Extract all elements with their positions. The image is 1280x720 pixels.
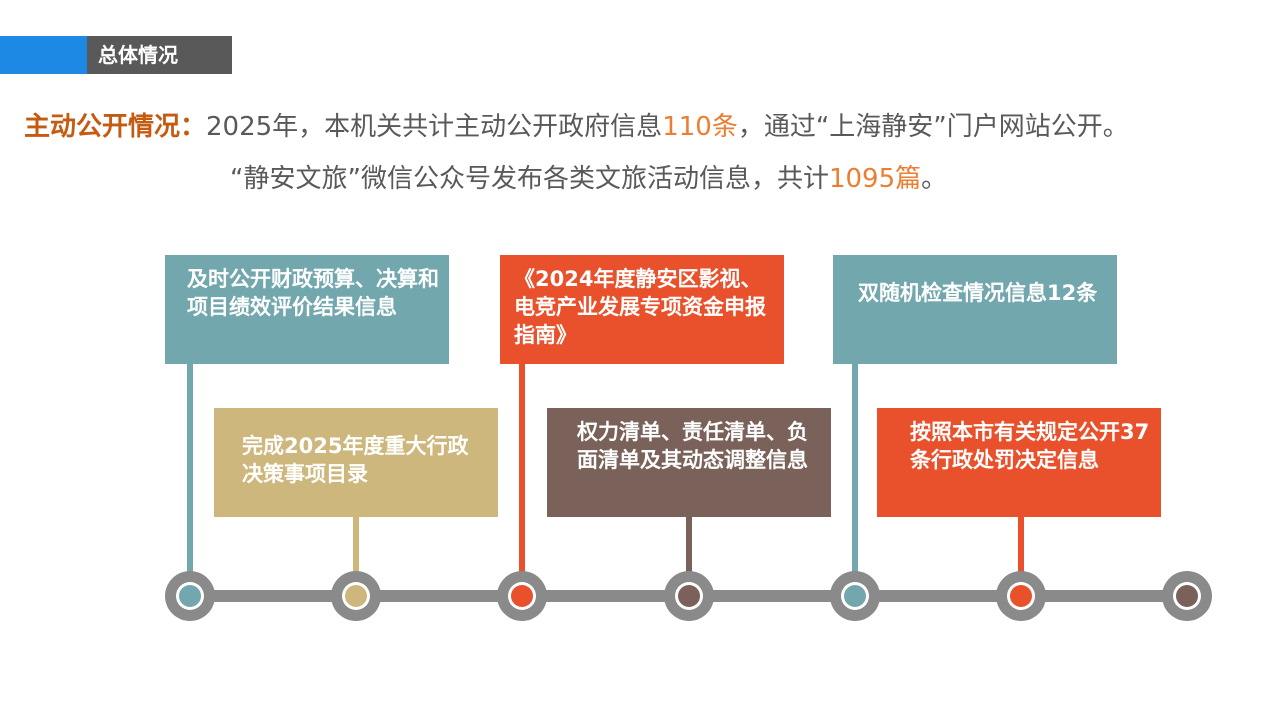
section-title: 总体情况 (87, 36, 232, 74)
timeline-card-decision-catalog: 完成2025年度重大行政决策事项目录 (214, 408, 498, 517)
timeline-node (331, 571, 381, 621)
timeline-node (996, 571, 1046, 621)
intro-text: 2025年，本机关共计主动公开政府信息 (206, 112, 663, 142)
timeline-stem (686, 516, 692, 596)
intro-line-2: “静安文旅”微信公众号发布各类文旅活动信息，共计1095篇。 (230, 158, 1280, 195)
info-count: 110条 (662, 112, 738, 142)
timeline-node (830, 571, 880, 621)
timeline-stem (187, 364, 193, 596)
intro-text: “静安文旅”微信公众号发布各类文旅活动信息，共计 (230, 164, 829, 194)
timeline-card-funding-guide: 《2024年度静安区影视、电竞产业发展专项资金申报指南》 (500, 255, 784, 364)
timeline-card-power-lists: 权力清单、责任清单、负面清单及其动态调整信息 (547, 408, 831, 517)
article-count: 1095篇 (828, 164, 922, 194)
timeline-stem (353, 516, 359, 596)
intro-line-1: 主动公开情况：2025年，本机关共计主动公开政府信息110条，通过“上海静安”门… (24, 106, 1280, 143)
header-accent-bar (0, 36, 87, 74)
intro-label: 主动公开情况： (24, 112, 207, 142)
intro-text: 。 (921, 164, 948, 194)
intro-text: ，通过“上海静安”门户网站公开。 (737, 112, 1129, 142)
timeline-card-budget: 及时公开财政预算、决算和项目绩效评价结果信息 (165, 255, 449, 364)
timeline-node (165, 571, 215, 621)
timeline-stem (852, 364, 858, 596)
timeline-card-penalty-decisions: 按照本市有关规定公开37条行政处罚决定信息 (877, 408, 1161, 517)
timeline-node (497, 571, 547, 621)
timeline-card-random-inspection: 双随机检查情况信息12条 (833, 255, 1117, 364)
timeline-stem (519, 364, 525, 596)
timeline-end-node (1162, 571, 1212, 621)
timeline-node (664, 571, 714, 621)
timeline-stem (1018, 516, 1024, 596)
